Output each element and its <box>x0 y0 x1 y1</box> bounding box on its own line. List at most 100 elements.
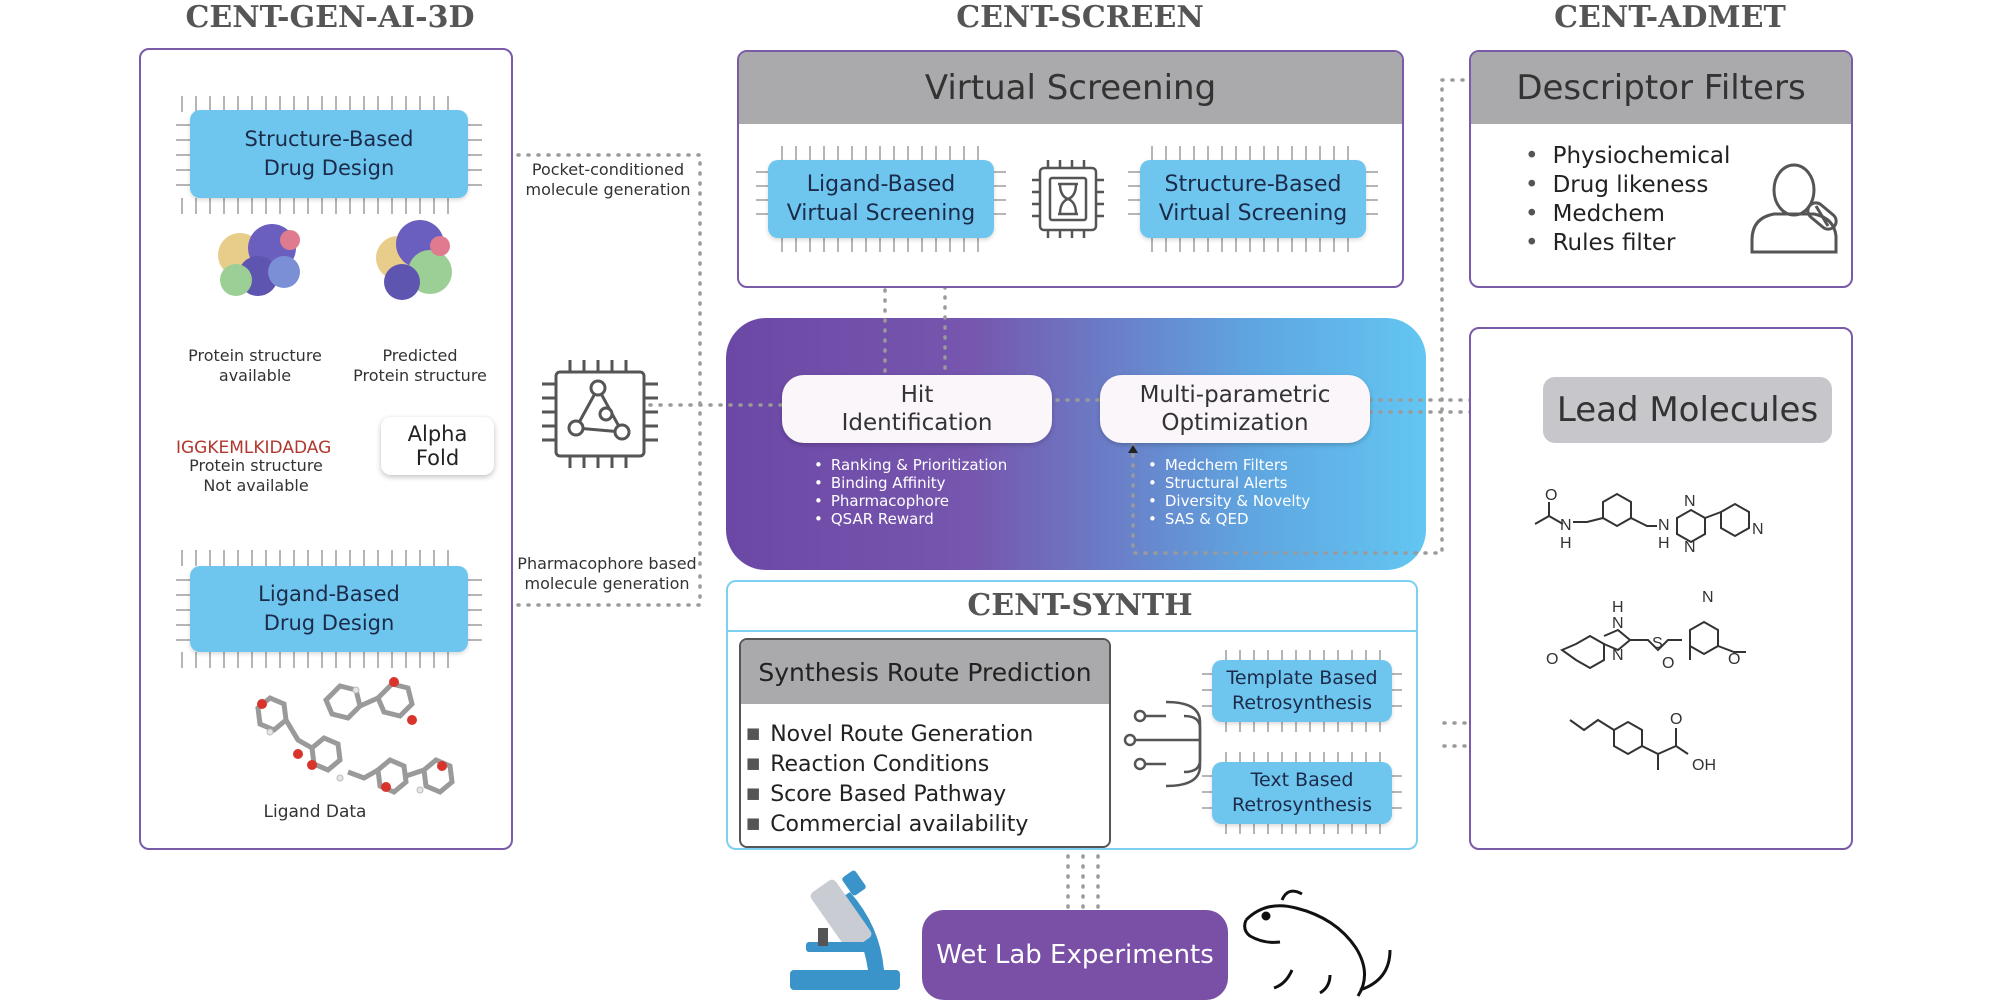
svg-text:O: O <box>1728 651 1740 668</box>
pocket-line1: Pocket-conditioned <box>531 160 685 179</box>
molecule-3-atoms: O OH <box>1670 711 1716 774</box>
protein-available-image <box>218 224 300 296</box>
svg-text:OH: OH <box>1692 757 1716 774</box>
text-line1: Text Based <box>1250 769 1354 791</box>
mpo-bullet: Structural Alerts <box>1148 474 1310 492</box>
molecule-2 <box>1559 620 1746 670</box>
synthesis-item: Commercial availability <box>746 809 1033 839</box>
lbdd-label-line2: Drug Design <box>263 611 395 635</box>
hit-identification-pill[interactable]: Hit Identification <box>782 375 1052 443</box>
svg-text:H: H <box>1612 599 1624 616</box>
not-available-line1: Protein structure <box>189 456 323 475</box>
svg-text:N: N <box>1702 589 1714 606</box>
hit-bullet: Binding Affinity <box>814 474 1007 492</box>
protein-available-label: Protein structure available <box>175 346 335 386</box>
svg-text:N: N <box>1612 647 1624 664</box>
hit-line1: Hit <box>900 382 934 408</box>
lead-molecules-header: Lead Molecules <box>1543 377 1832 443</box>
alphafold-line1: Alpha <box>407 422 468 446</box>
hit-bullet: Ranking & Prioritization <box>814 456 1007 474</box>
protein-predicted-label: Predicted Protein structure <box>340 346 500 386</box>
mpo-pill[interactable]: Multi-parametric Optimization <box>1100 375 1370 443</box>
text-retrosynthesis-chip[interactable]: Text Based Retrosynthesis <box>1212 762 1392 824</box>
pocket-connector-label: Pocket-conditioned molecule generation <box>518 160 698 200</box>
pocket-line2: molecule generation <box>525 180 691 199</box>
svg-text:H: H <box>1658 535 1670 552</box>
not-available-label: Protein structure Not available <box>176 456 336 496</box>
descriptor-filters-header: Descriptor Filters <box>1471 52 1851 124</box>
pharmacophore-line1: Pharmacophore based <box>517 554 697 573</box>
mpo-bullet: Diversity & Novelty <box>1148 492 1310 510</box>
descriptor-filter-item: Drug likeness <box>1525 171 1730 200</box>
structure-vs-chip[interactable]: Structure-Based Virtual Screening <box>1140 160 1366 238</box>
template-retrosynthesis-chip[interactable]: Template Based Retrosynthesis <box>1212 660 1392 722</box>
ligand-vs-line2: Virtual Screening <box>786 201 976 226</box>
protein-predicted-line2: Protein structure <box>353 366 487 385</box>
protein-predicted-image <box>376 220 452 300</box>
wet-lab-button[interactable]: Wet Lab Experiments <box>922 910 1228 1000</box>
dotted-connectors <box>466 78 1547 917</box>
mpo-bullet: SAS & QED <box>1148 510 1310 528</box>
sbdd-label-line2: Drug Design <box>263 156 395 180</box>
sbdd-chip[interactable]: Structure-Based Drug Design <box>190 110 468 198</box>
descriptor-filter-list: Physiochemical Drug likeness Medchem Rul… <box>1525 142 1731 258</box>
template-line2: Retrosynthesis <box>1232 692 1372 714</box>
protein-available-line1: Protein structure <box>188 346 322 365</box>
descriptor-filter-item: Rules filter <box>1525 229 1730 258</box>
text-line2: Retrosynthesis <box>1232 794 1372 816</box>
svg-text:O: O <box>1545 487 1557 504</box>
synthesis-route-header: Synthesis Route Prediction <box>741 640 1109 704</box>
synthesis-item: Novel Route Generation <box>746 719 1033 749</box>
svg-text:O: O <box>1662 655 1674 672</box>
hit-bullets: Ranking & Prioritization Binding Affinit… <box>814 456 1007 528</box>
hit-line2: Identification <box>841 410 993 436</box>
sequence-text: IGGKEMLKIDADAG <box>176 438 332 458</box>
mpo-bullet: Medchem Filters <box>1148 456 1310 474</box>
ligand-data-label: Ligand Data <box>263 802 367 822</box>
lbdd-chip[interactable]: Ligand-Based Drug Design <box>190 566 468 652</box>
structure-vs-line2: Virtual Screening <box>1158 201 1348 226</box>
section-title-admet: CENT-ADMET <box>1554 0 1786 35</box>
svg-text:N: N <box>1684 539 1696 556</box>
ligand-vs-chip[interactable]: Ligand-Based Virtual Screening <box>768 160 994 238</box>
mpo-line2: Optimization <box>1161 410 1309 436</box>
protein-available-line2: available <box>218 366 292 385</box>
svg-text:O: O <box>1670 711 1682 728</box>
synthesis-item: Reaction Conditions <box>746 749 1033 779</box>
synthesis-list: Novel Route Generation Reaction Conditio… <box>746 719 1033 839</box>
synthesis-item: Score Based Pathway <box>746 779 1033 809</box>
lbdd-label-line1: Ligand-Based <box>258 582 400 606</box>
section-title-screen: CENT-SCREEN <box>956 0 1204 35</box>
molecule-1 <box>1534 492 1750 544</box>
hit-bullet: QSAR Reward <box>814 510 1007 528</box>
mpo-bullets: Medchem Filters Structural Alerts Divers… <box>1148 456 1310 528</box>
alphafold-box[interactable]: Alpha Fold <box>381 417 494 475</box>
svg-text:N: N <box>1684 493 1696 510</box>
molecule-3 <box>1569 718 1689 770</box>
svg-text:O: O <box>1546 651 1558 668</box>
section-title-gen: CENT-GEN-AI-3D <box>185 0 475 35</box>
microscope-shape <box>790 870 900 990</box>
template-line1: Template Based <box>1226 667 1378 689</box>
descriptor-filter-item: Medchem <box>1525 200 1730 229</box>
pharmacophore-connector-label: Pharmacophore based molecule generation <box>512 554 702 594</box>
protein-predicted-line1: Predicted <box>382 346 458 365</box>
svg-text:N: N <box>1560 517 1572 534</box>
svg-text:N: N <box>1658 517 1670 534</box>
structure-vs-line1: Structure-Based <box>1164 172 1342 197</box>
svg-text:N: N <box>1612 615 1624 632</box>
section-title-synth: CENT-SYNTH <box>967 588 1193 623</box>
